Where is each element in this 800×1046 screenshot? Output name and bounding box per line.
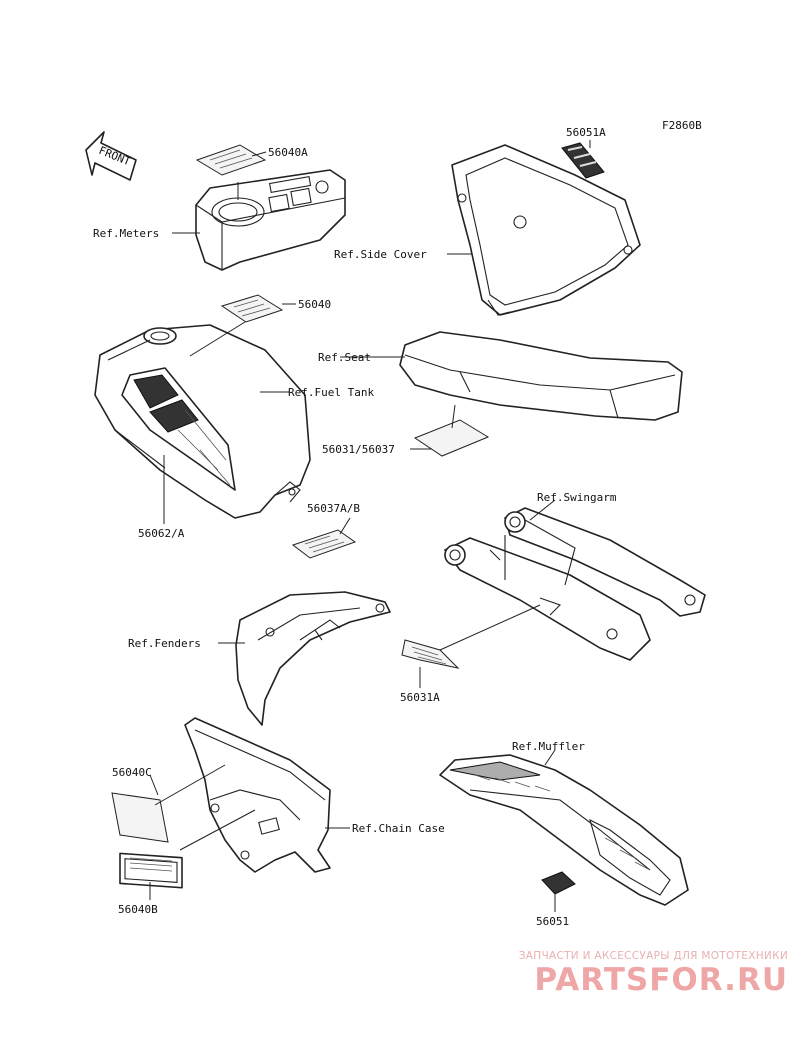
muffler-illustration [439,754,689,906]
decal-56040 [220,294,284,323]
chain-case-illustration [184,717,331,873]
decal-56031A [401,639,460,669]
decal-56037AB [291,529,357,559]
callout-ref-muffler: Ref.Muffler [512,740,585,753]
decal-56040A [195,144,267,176]
callout-ref-side-cover: Ref.Side Cover [334,248,427,261]
part-number-56040B: 56040B [118,903,158,916]
watermark: ЗАПЧАСТИ И АКСЕССУАРЫ ДЛЯ МОТОТЕХНИКИ PA… [488,950,788,998]
callout-ref-fuel-tank: Ref.Fuel Tank [288,386,374,399]
part-number-56051: 56051 [536,915,569,928]
meters-illustration [195,169,346,271]
callout-ref-swingarm: Ref.Swingarm [537,491,617,504]
part-number-56062A: 56062/A [138,527,185,540]
decal-56051A [561,142,605,179]
part-number-56040: 56040 [298,298,331,311]
callout-ref-seat: Ref.Seat [318,351,371,364]
fuel-tank-illustration [94,324,311,519]
part-number-56040A: 56040A [268,146,308,159]
part-number-56040C: 56040C [112,766,152,779]
decal-56040B [119,852,183,889]
figure-code: F2860B [662,119,702,132]
decal-56031-56037 [413,419,490,457]
callout-ref-meters: Ref.Meters [93,227,159,240]
fenders-illustration [235,591,391,726]
part-number-56031-56037: 56031/56037 [322,443,395,456]
part-number-56031A: 56031A [400,691,440,704]
watermark-tagline: ЗАПЧАСТИ И АКСЕССУАРЫ ДЛЯ МОТОТЕХНИКИ [518,950,788,962]
side-cover-illustration [451,144,641,316]
front-arrow-icon: FRONT [85,131,137,181]
callout-ref-fenders: Ref.Fenders [128,637,201,650]
callout-ref-chain-case: Ref.Chain Case [352,822,445,835]
seat-illustration [399,331,683,421]
part-number-56051A: 56051A [566,126,606,139]
decal-56051 [541,871,576,895]
part-number-56037AB: 56037A/B [307,502,360,515]
watermark-logo: PARTSFOR.RU [534,962,788,998]
swingarm-illustration [444,507,706,661]
decal-56040C [111,792,169,843]
